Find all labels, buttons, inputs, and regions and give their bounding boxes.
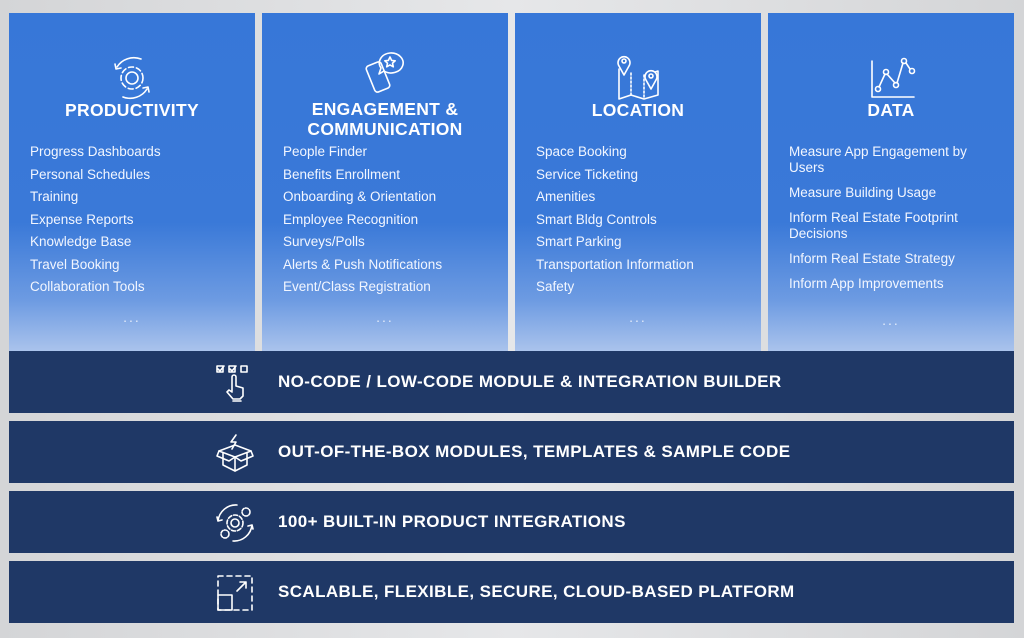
list-item: Onboarding & Orientation [283,189,437,204]
list-item: Space Booking [536,144,627,159]
list-item: Safety [536,279,575,294]
layer-label: 100+ BUILT-IN PRODUCT INTEGRATIONS [278,512,626,531]
layer-integrations: 100+ BUILT-IN PRODUCT INTEGRATIONS [9,491,1014,553]
list-item: Measure Building Usage [789,185,937,200]
list-item: Inform Real Estate Strategy [789,251,955,266]
layer-label: SCALABLE, FLEXIBLE, SECURE, CLOUD-BASED … [278,582,795,601]
list-item: Surveys/Polls [283,234,365,249]
scale-expand-icon [217,575,253,611]
more-ellipsis: ... [123,309,141,325]
phone-star-chat-icon [365,52,404,93]
list-item: People Finder [283,144,368,159]
list-item: Collaboration Tools [30,279,145,294]
column-title: DATA [867,100,915,120]
title-line: COMMUNICATION [307,119,463,139]
list-item: Travel Booking [30,256,120,272]
list-item: Expense Reports [30,211,134,227]
list-item: Employee Recognition [283,211,419,227]
layer-out-of-the-box: OUT-OF-THE-BOX MODULES, TEMPLATES & SAMP… [9,421,1014,483]
gear-cycle-icon [114,56,150,100]
list-item: Amenities [536,189,596,204]
checkbox-hand-icon [216,365,248,402]
column-title: PRODUCTIVITY [65,100,199,120]
column-productivity: PRODUCTIVITY Progress Dashboards Persona… [9,13,255,351]
layer-cloud-platform: SCALABLE, FLEXIBLE, SECURE, CLOUD-BASED … [9,561,1014,623]
list-item: Event/Class Registration [283,279,431,294]
list-item: Transportation Information [536,256,694,272]
list-item: Smart Parking [536,234,622,249]
more-ellipsis: ... [629,309,647,325]
list-item: Personal Schedules [30,166,151,182]
column-title: ENGAGEMENT &COMMUNICATION [262,99,508,139]
list-item: Training [30,189,79,204]
more-ellipsis: ... [376,309,394,325]
layer-label: NO-CODE / LOW-CODE MODULE & INTEGRATION … [278,372,782,391]
list-item: Knowledge Base [30,234,132,249]
gears-cycle-icon [216,504,254,542]
list-item: Measure App Engagement by Users [789,144,967,175]
column-title: LOCATION [591,100,685,120]
title-line: ENGAGEMENT & [311,99,459,119]
layer-no-code-builder: NO-CODE / LOW-CODE MODULE & INTEGRATION … [9,351,1014,413]
column-data: DATA Measure App Engagement by Users Mea… [768,13,1014,351]
list-item: Service Ticketing [536,166,639,182]
feature-list: Space Booking Service Ticketing Amenitie… [536,144,749,302]
list-item: Smart Bldg Controls [536,211,657,227]
list-item: Alerts & Push Notifications [283,256,443,272]
feature-list: Measure App Engagement by Users Measure … [789,144,1002,301]
map-pin-icon [617,55,659,100]
list-item: Progress Dashboards [30,144,161,159]
column-engagement: ENGAGEMENT &COMMUNICATION People Finder … [262,13,508,351]
column-location: LOCATION Space Booking Service Ticketing… [515,13,761,351]
box-lightning-icon [216,434,254,472]
more-ellipsis: ... [882,312,900,328]
feature-list: People Finder Benefits Enrollment Onboar… [283,144,496,302]
list-item: Inform Real Estate Footprint Decisions [789,210,958,241]
feature-list: Progress Dashboards Personal Schedules T… [30,144,243,302]
list-item: Benefits Enrollment [283,166,401,182]
layer-label: OUT-OF-THE-BOX MODULES, TEMPLATES & SAMP… [278,442,791,461]
line-chart-icon [871,57,916,98]
list-item: Inform App Improvements [789,276,944,291]
